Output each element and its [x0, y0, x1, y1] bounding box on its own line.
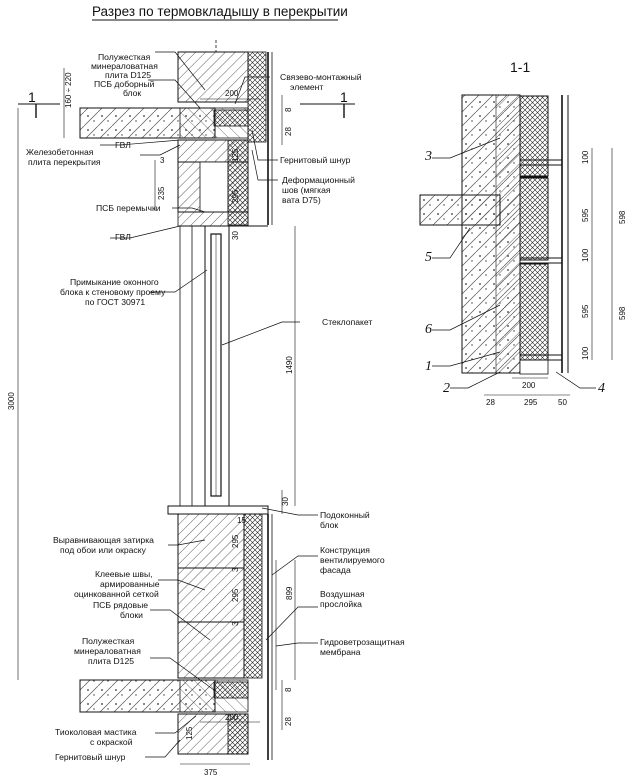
label-thiokol-mastic-2: с окраской: [90, 737, 133, 747]
callout-4: 4: [598, 381, 605, 396]
dim-8-top: 8: [284, 107, 293, 112]
label-rc-slab-1: Железобетонная: [26, 147, 94, 157]
label-vent-facade-1: Конструкция: [320, 545, 370, 555]
label-sill-block-1: Подоконный: [320, 510, 370, 520]
label-leveling-plaster-2: под обои или окраску: [60, 545, 147, 555]
rdim-50: 50: [558, 398, 567, 407]
label-psb-row-blocks-1: ПСБ рядовые: [93, 600, 148, 610]
rdim-295: 295: [524, 398, 538, 407]
callout-5: 5: [425, 250, 432, 265]
dim-125-bottom: 125: [185, 726, 194, 740]
label-vent-facade-3: фасада: [320, 565, 351, 575]
label-gernit-cord-bottom: Гернитовый шнур: [55, 752, 126, 762]
callout-1: 1: [425, 359, 432, 374]
dim-200-bottom: 200: [225, 713, 239, 722]
label-membrane-1: Гидроветрозащитная: [320, 637, 405, 647]
dim-3-b: 3: [231, 621, 240, 626]
label-expansion-joint-3: вата D75): [282, 195, 321, 205]
section-1-1-title: 1-1: [510, 59, 530, 75]
label-mineral-wool-top-1: Полужесткая: [98, 52, 151, 62]
dim-160-220: 160 ÷ 220: [64, 72, 73, 108]
dim-295-top: 295: [231, 189, 240, 203]
label-glue-joints-1: Клеевые швы,: [95, 569, 153, 579]
label-expansion-joint-1: Деформационный: [282, 175, 355, 185]
label-mineral-wool-bottom-1: Полужесткая: [82, 636, 135, 646]
label-window-junction-1: Примыкание оконного: [70, 277, 159, 287]
dim-1490: 1490: [285, 356, 294, 374]
section-mark-right: 1: [340, 89, 348, 105]
rdim-100-c: 100: [581, 346, 590, 360]
dim-899: 899: [285, 586, 294, 600]
dim-3000: 3000: [7, 392, 16, 410]
label-gvl-window: ГВЛ: [115, 232, 131, 242]
label-sill-block-2: блок: [320, 520, 338, 530]
label-tie-element-1: Связево-монтажный: [280, 72, 362, 82]
rdim-100-a: 100: [581, 150, 590, 164]
dim-30-top: 30: [231, 231, 240, 240]
label-rc-slab-2: плита перекрытия: [28, 157, 101, 167]
label-psb-row-blocks-2: блоки: [120, 610, 143, 620]
label-psb-extra-2: блок: [123, 88, 141, 98]
label-membrane-2: мембрана: [320, 647, 361, 657]
dim-28-bottom: 28: [284, 717, 293, 726]
dim-3-top: 3: [160, 156, 165, 165]
label-gernit-cord-top: Гернитовый шнур: [280, 155, 351, 165]
label-mineral-wool-bottom-2: минераловатная: [74, 646, 141, 656]
dim-28-top: 28: [284, 127, 293, 136]
label-mineral-wool-top-3: плита D125: [105, 70, 151, 80]
callout-6: 6: [425, 322, 432, 337]
section-mark-left: 1: [28, 89, 36, 105]
rdim-200: 200: [522, 381, 536, 390]
label-glue-joints-3: оцинкованной сеткой: [74, 589, 159, 599]
dim-15: 15: [237, 516, 246, 525]
left-section: 1 1 160 ÷ 220 3000 235 3 295 125 30 200 …: [7, 40, 405, 777]
dim-8-bottom: 8: [284, 687, 293, 692]
label-leveling-plaster-1: Выравнивающая затирка: [53, 535, 154, 545]
dim-30-sill: 30: [281, 497, 290, 506]
label-expansion-joint-2: шов (мягкая: [282, 185, 331, 195]
callout-2: 2: [443, 381, 450, 396]
dim-235: 235: [157, 186, 166, 200]
dim-200-top: 200: [225, 89, 239, 98]
rdim-598-a: 598: [618, 210, 627, 224]
label-mineral-wool-bottom-3: плита D125: [88, 656, 134, 666]
label-window-junction-3: по ГОСТ 30971: [85, 297, 145, 307]
label-mineral-wool-top-2: минераловатная: [91, 61, 158, 71]
rdim-28: 28: [486, 398, 495, 407]
dim-375: 375: [204, 768, 218, 777]
section-1-1: 1-1 100 595 598 100 595 598 100 20: [419, 59, 627, 407]
label-gvl-top: ГВЛ: [115, 140, 131, 150]
label-vent-facade-2: вентилируемого: [320, 555, 385, 565]
rdim-595-a: 595: [581, 208, 590, 222]
rdim-595-b: 595: [581, 304, 590, 318]
label-glass-unit: Стеклопакет: [322, 317, 372, 327]
label-thiokol-mastic-1: Тиоколовая мастика: [55, 727, 137, 737]
dim-125-top: 125: [231, 148, 240, 162]
dim-3-a: 3: [231, 567, 240, 572]
label-psb-extra-1: ПСБ доборный: [94, 79, 155, 89]
label-air-gap-2: прослойка: [320, 599, 362, 609]
dim-295-b: 295: [231, 588, 240, 602]
rdim-100-b: 100: [581, 248, 590, 262]
label-air-gap-1: Воздушная: [320, 589, 365, 599]
rdim-598-b: 598: [618, 306, 627, 320]
label-window-junction-2: блока к стеновому проему: [60, 287, 166, 297]
dim-295-a: 295: [231, 534, 240, 548]
callout-3: 3: [424, 149, 432, 164]
drawing-title: Разрез по термовкладышу в перекрытии: [92, 4, 348, 19]
label-psb-lintel: ПСБ перемычки: [96, 203, 161, 213]
label-tie-element-2: элемент: [290, 82, 323, 92]
label-glue-joints-2: армированные: [100, 579, 160, 589]
